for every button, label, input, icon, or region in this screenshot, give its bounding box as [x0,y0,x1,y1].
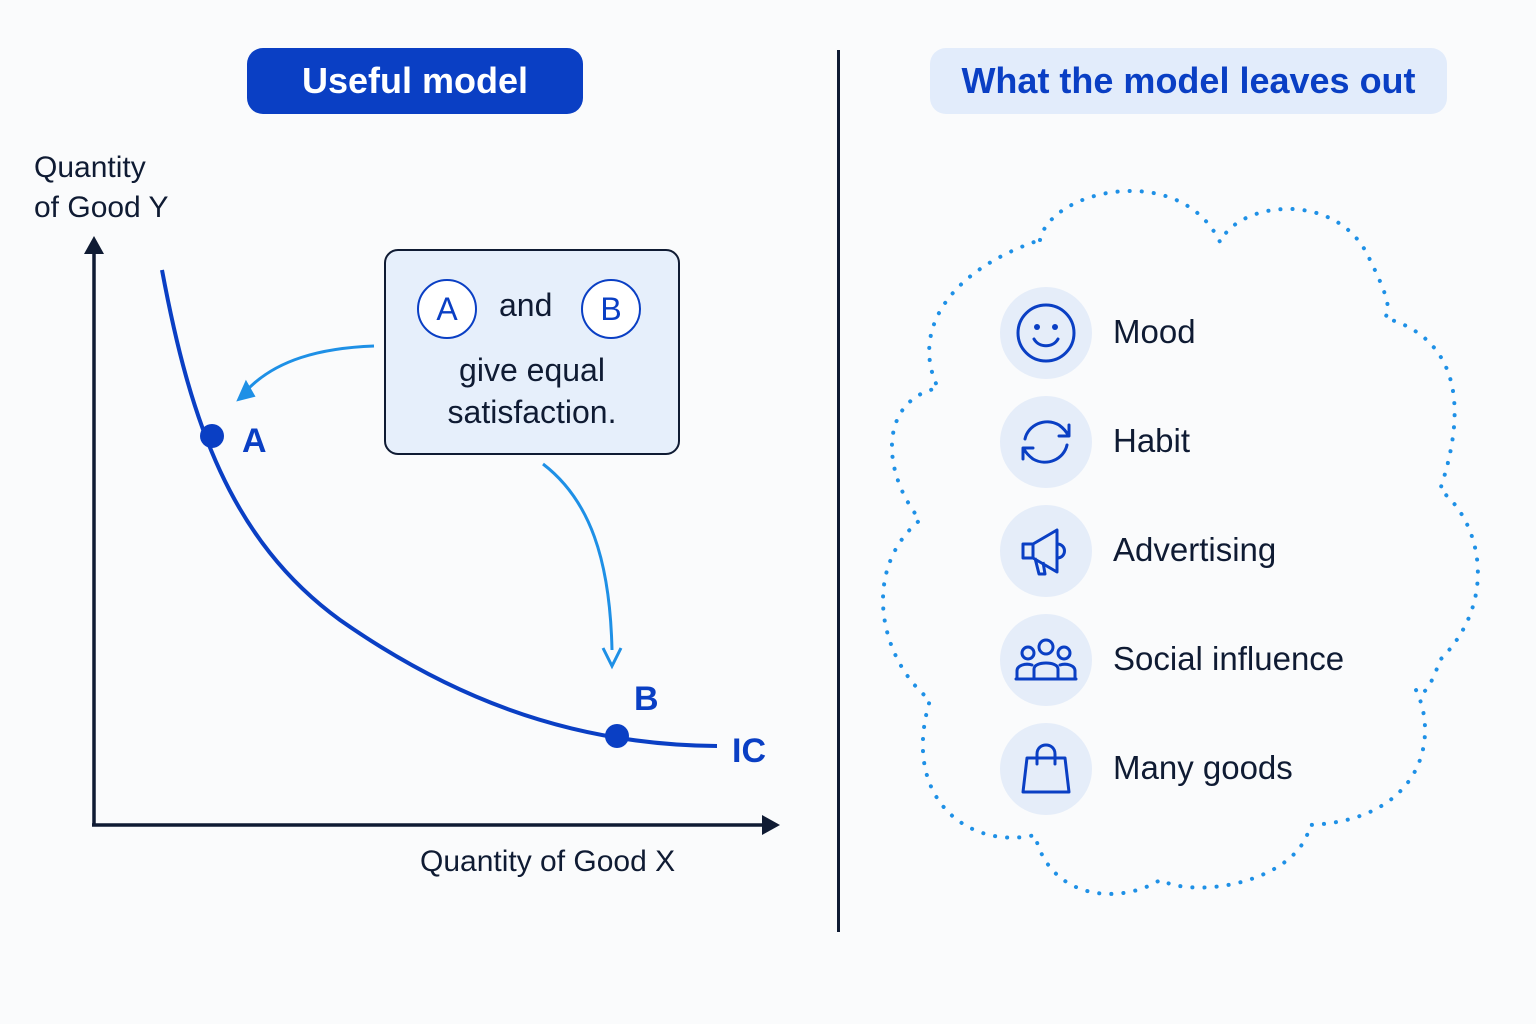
factor-label: Social influence [1113,640,1345,677]
useful-model-header: Useful model [247,48,583,114]
indifference-curve [160,269,718,748]
factor-item-social-influence: Social influence [1000,614,1420,706]
callout-body: give equal satisfaction. [386,349,678,433]
y-axis-label-line2: of Good Y [34,191,169,224]
equal-satisfaction-callout: A and B give equal satisfaction. [384,249,680,455]
callout-circle-b: B [581,279,641,339]
x-axis-arrowhead [762,815,780,835]
y-axis-label-line1: Quantity [34,151,146,184]
arrow-to-a [245,344,375,392]
factor-label: Many goods [1113,749,1293,786]
advertising-icon-circle [1000,505,1092,597]
callout-circle-a: A [417,279,477,339]
megaphone-icon [1021,528,1066,576]
factor-item-habit: Habit [1000,396,1420,488]
arrow-to-a-head [236,379,256,402]
arrow-to-b [542,462,614,651]
factor-item-many-goods: Many goods [1000,723,1420,815]
x-axis-label: Quantity of Good X [420,845,676,878]
factor-label: Habit [1113,422,1191,459]
social-influence-icon-circle [1000,614,1092,706]
panel-divider [837,50,840,932]
curve-label-ic: IC [732,732,766,770]
refresh-cycle-icon [1021,420,1071,464]
point-a-dot [200,424,224,448]
y-axis-label: Quantity of Good Y [34,148,214,228]
y-axis-arrowhead [84,236,104,254]
factor-label: Mood [1113,313,1196,350]
callout-line1: give equal [459,352,605,388]
arrow-to-b-head [601,647,623,670]
factor-item-advertising: Advertising [1000,505,1420,597]
habit-icon-circle [1000,396,1092,488]
point-a-label: A [242,422,267,460]
smiley-icon [1016,303,1076,363]
model-leaves-out-header: What the model leaves out [930,48,1447,114]
shopping-bag-icon [1021,743,1071,794]
many-goods-icon-circle [1000,723,1092,815]
callout-and-text: and [499,287,553,323]
people-group-icon [1014,638,1078,681]
factor-item-mood: Mood [1000,287,1420,379]
dotted-cloud-outline [881,189,1480,896]
callout-line2: satisfaction. [447,394,617,430]
point-b-label: B [634,680,659,718]
factor-label: Advertising [1113,531,1277,568]
mood-icon-circle [1000,287,1092,379]
point-b-dot [605,724,629,748]
